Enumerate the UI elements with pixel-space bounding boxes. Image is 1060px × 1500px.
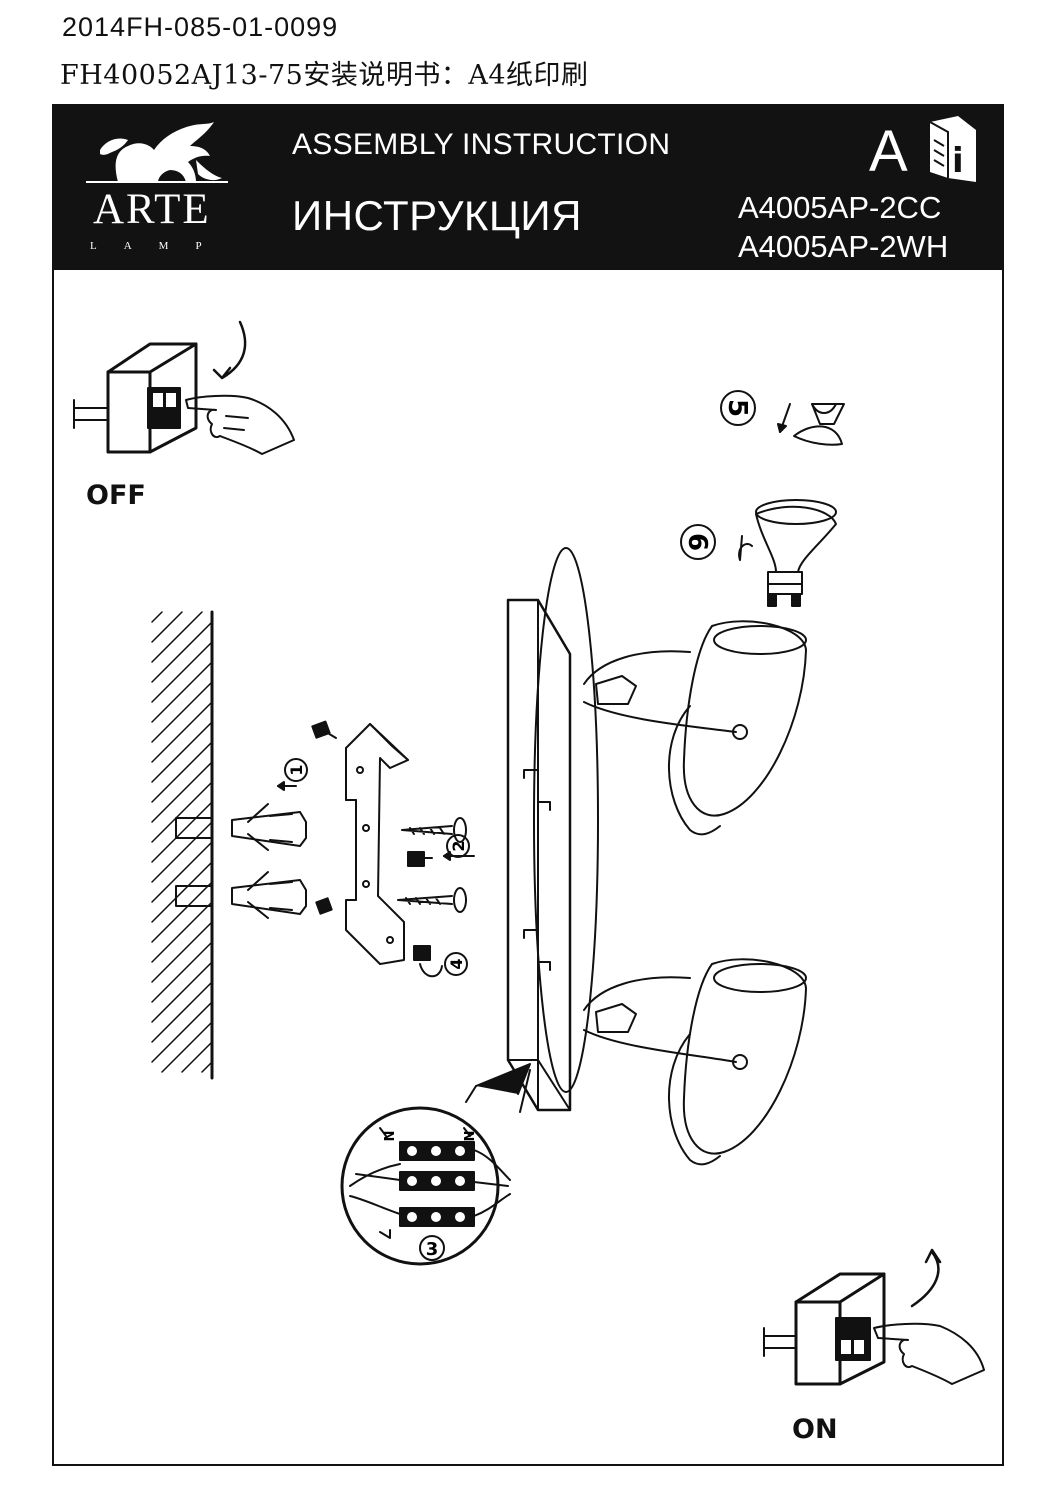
model-number: A4005AP-2CC (738, 190, 942, 225)
step-number: 6 (682, 533, 712, 551)
step-number: 1 (287, 764, 306, 775)
step-markers (284, 390, 756, 1261)
wall-section (151, 610, 214, 1080)
badge-letter: A (869, 119, 908, 184)
connector-label: N (460, 1131, 475, 1142)
lamp-head-upper (583, 620, 807, 836)
brand-sub: LAMP (90, 240, 229, 252)
switch-on-label: ON (792, 1414, 838, 1445)
document-code: 2014FH-085-01-0099 (62, 12, 339, 42)
mounting-bracket (345, 723, 409, 965)
step-number: 5 (722, 399, 752, 417)
switch-on-illustration (763, 1248, 985, 1386)
curved-arrow-icon (910, 1248, 942, 1308)
header-banner (52, 104, 1004, 270)
curved-arrow-icon (212, 320, 247, 380)
connector-label: N (380, 1131, 395, 1142)
wall-plugs (231, 803, 307, 919)
document-subtitle: FH40052AJ13-75安装说明书：A4纸印刷 (60, 60, 589, 91)
switch-off-label: OFF (86, 480, 146, 511)
terminal-block-detail (340, 1063, 531, 1266)
lion-logo-icon (86, 122, 228, 183)
gu10-bulb (755, 499, 837, 607)
step-number: 4 (447, 958, 466, 969)
instruction-book-icon: i (929, 116, 976, 182)
step-number: 3 (426, 1239, 439, 1260)
title-russian: ИНСТРУКЦИЯ (292, 192, 582, 239)
title-english: ASSEMBLY INSTRUCTION (292, 128, 671, 161)
brand-name: ARTE (93, 186, 211, 233)
switch-off-illustration (73, 320, 295, 455)
retaining-ring (793, 403, 845, 446)
hand-pressing-switch-icon (185, 394, 295, 455)
lamp-head-lower (583, 958, 807, 1166)
screws (311, 720, 467, 961)
model-number: A4005AP-2WH (738, 229, 949, 264)
hand-pressing-switch-icon (873, 1322, 985, 1385)
step-number: 2 (449, 840, 468, 851)
svg-text:i: i (952, 141, 964, 181)
ceiling-canopy (506, 547, 599, 1112)
